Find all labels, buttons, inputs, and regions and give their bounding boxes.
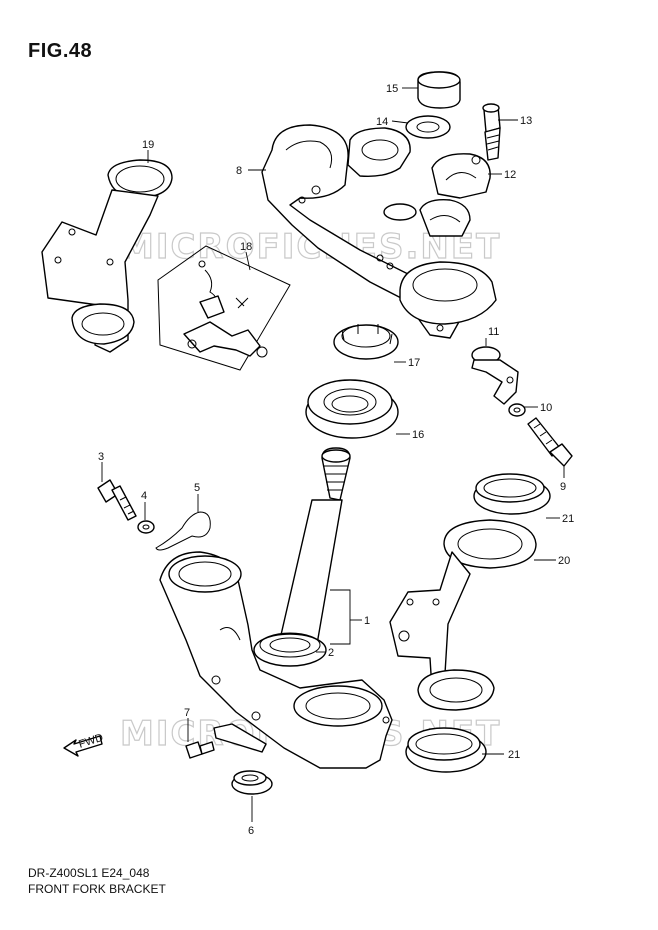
callout-21-lower: 21 (508, 749, 520, 761)
callout-21-upper: 21 (562, 513, 574, 525)
part-20-bracket (389, 519, 537, 711)
part-8-upper-bracket (261, 124, 497, 339)
callout-15: 15 (386, 83, 398, 95)
handlebar-holder (419, 199, 471, 237)
part-4-washer (137, 520, 155, 534)
figure-name: FRONT FORK BRACKET (28, 882, 166, 896)
fwd-arrow-icon: FWD (63, 732, 105, 757)
part-11-plate (471, 346, 519, 405)
part-17-nut (333, 324, 399, 360)
callout-6: 6 (248, 825, 254, 837)
part-9-bolt (527, 417, 573, 467)
part-3-bolt (97, 479, 137, 521)
callout-13: 13 (520, 115, 532, 127)
figure-code: DR-Z400SL1 E24_048 (28, 866, 150, 880)
callout-2: 2 (328, 647, 334, 659)
callout-5: 5 (194, 482, 200, 494)
part-6-grommet (231, 770, 273, 795)
callout-12: 12 (504, 169, 516, 181)
part-2-dust-seal (253, 632, 327, 667)
callout-9: 9 (560, 481, 566, 493)
part-1-lower-bracket (159, 551, 393, 769)
callout-14: 14 (376, 116, 388, 128)
figure-title: FIG.48 (28, 40, 93, 62)
part-10-washer (508, 403, 526, 417)
callout-8: 8 (236, 165, 242, 177)
callout-7: 7 (184, 707, 190, 719)
part-13-bolt (482, 103, 501, 161)
part-12-clamp (431, 153, 491, 199)
callout-17: 17 (408, 357, 420, 369)
part-7-bolt (185, 723, 267, 759)
part-19-bracket (41, 159, 173, 353)
part-18-kit (157, 245, 291, 371)
callout-19: 19 (142, 139, 154, 151)
leader-lines (101, 87, 565, 822)
part-15-cap (417, 71, 461, 109)
callout-10: 10 (540, 402, 552, 414)
part-21-seal-lower (405, 727, 487, 773)
callout-3: 3 (98, 451, 104, 463)
callout-18: 18 (240, 241, 252, 253)
callout-20: 20 (558, 555, 570, 567)
part-1-steering-stem (277, 447, 351, 651)
callouts: 15 14 13 12 8 19 18 11 17 10 16 9 21 20 … (98, 83, 574, 837)
callout-16: 16 (412, 429, 424, 441)
callout-11: 11 (488, 326, 499, 338)
callout-4: 4 (141, 490, 147, 502)
part-21-seal-upper (473, 473, 551, 515)
part-5-clip (155, 511, 211, 551)
part-14-washer (405, 115, 451, 139)
part-16-bearing (305, 379, 399, 439)
callout-1: 1 (364, 615, 370, 627)
